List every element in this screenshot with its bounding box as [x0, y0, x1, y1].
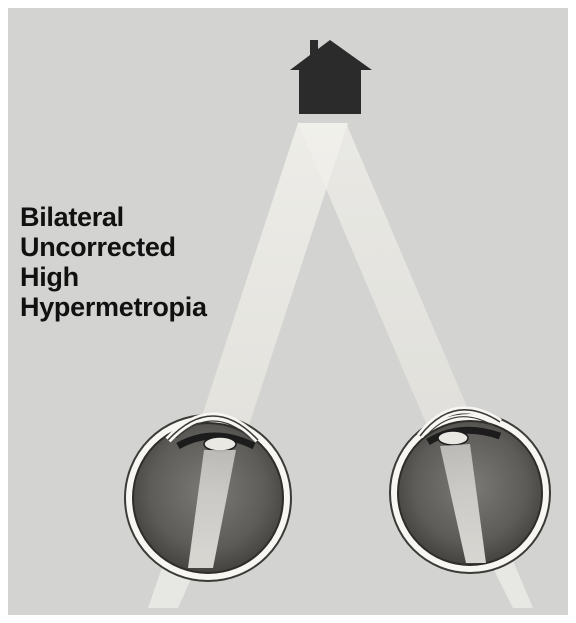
diagram-canvas: Bilateral Uncorrected High Hypermetropia [8, 8, 568, 615]
right-eye-icon [390, 410, 550, 608]
caption-line-3: High [20, 262, 207, 292]
house-icon [290, 40, 372, 114]
light-beam-right [298, 123, 476, 428]
caption-line-1: Bilateral [20, 202, 207, 232]
diagram-caption: Bilateral Uncorrected High Hypermetropia [20, 202, 207, 322]
caption-line-2: Uncorrected [20, 232, 207, 262]
left-eye-icon [125, 415, 291, 608]
caption-line-4: Hypermetropia [20, 292, 207, 322]
